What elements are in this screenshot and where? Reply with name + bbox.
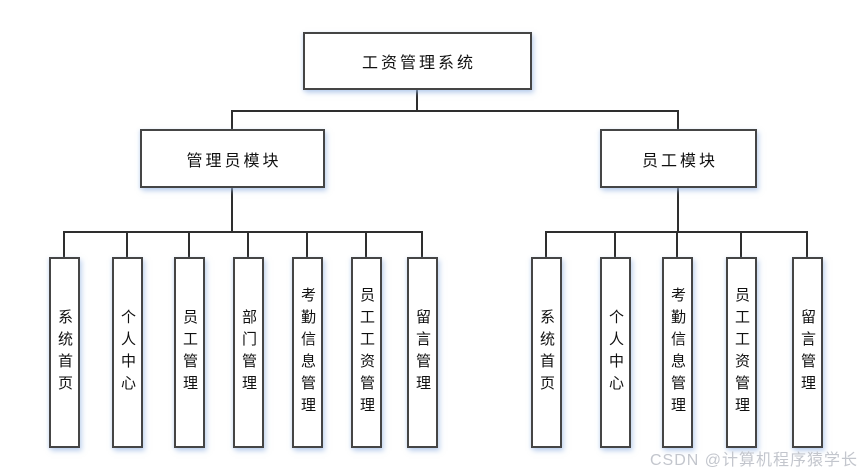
connector-to-admin-module: [231, 110, 233, 129]
connector-admin-stem: [231, 188, 233, 233]
node-label: 部门管理: [240, 308, 257, 397]
node-root: 工资管理系统: [303, 32, 532, 90]
node-admin-personal-center: 个人中心: [112, 257, 143, 448]
connector-admin-bus: [63, 231, 423, 233]
node-label: 系统首页: [56, 308, 73, 397]
node-employee-module: 员工模块: [600, 129, 757, 188]
connector-employee-drop-4: [740, 231, 742, 257]
connector-employee-stem: [677, 188, 679, 233]
node-root-label: 工资管理系统: [361, 55, 476, 72]
node-label: 留言管理: [799, 308, 816, 397]
node-label: 留言管理: [414, 308, 431, 397]
node-emp-salary-mgmt: 员工工资管理: [726, 257, 757, 448]
connector-employee-drop-2: [614, 231, 616, 257]
node-admin-message-mgmt: 留言管理: [407, 257, 438, 448]
node-label: 员工工资管理: [733, 286, 750, 419]
connector-employee-drop-1: [545, 231, 547, 257]
connector-level1-bus: [231, 110, 678, 112]
node-emp-personal-center: 个人中心: [600, 257, 631, 448]
connector-admin-drop-6: [365, 231, 367, 257]
connector-admin-drop-2: [126, 231, 128, 257]
connector-to-employee-module: [677, 110, 679, 129]
node-label: 系统首页: [538, 308, 555, 397]
node-admin-module-label: 管理员模块: [186, 152, 282, 170]
connector-admin-drop-7: [421, 231, 423, 257]
node-admin-department-mgmt: 部门管理: [233, 257, 264, 448]
node-admin-attendance-mgmt: 考勤信息管理: [292, 257, 323, 448]
node-label: 考勤信息管理: [299, 286, 316, 419]
connector-admin-drop-1: [63, 231, 65, 257]
node-admin-system-home: 系统首页: [49, 257, 80, 448]
node-employee-module-label: 员工模块: [641, 152, 718, 170]
node-admin-salary-mgmt: 员工工资管理: [351, 257, 382, 448]
connector-admin-drop-5: [306, 231, 308, 257]
connector-root-stem: [416, 90, 418, 111]
connector-admin-drop-4: [247, 231, 249, 257]
node-label: 个人中心: [119, 308, 136, 397]
node-label: 员工管理: [181, 308, 198, 397]
connector-employee-drop-3: [676, 231, 678, 257]
connector-admin-drop-3: [188, 231, 190, 257]
watermark: CSDN @计算机程序猿学长: [650, 452, 859, 469]
node-label: 考勤信息管理: [669, 286, 686, 419]
node-emp-message-mgmt: 留言管理: [792, 257, 823, 448]
node-admin-module: 管理员模块: [140, 129, 325, 188]
node-emp-attendance-mgmt: 考勤信息管理: [662, 257, 693, 448]
connector-employee-drop-5: [806, 231, 808, 257]
node-label: 个人中心: [607, 308, 624, 397]
node-emp-system-home: 系统首页: [531, 257, 562, 448]
node-label: 员工工资管理: [358, 286, 375, 419]
node-admin-employee-mgmt: 员工管理: [174, 257, 205, 448]
